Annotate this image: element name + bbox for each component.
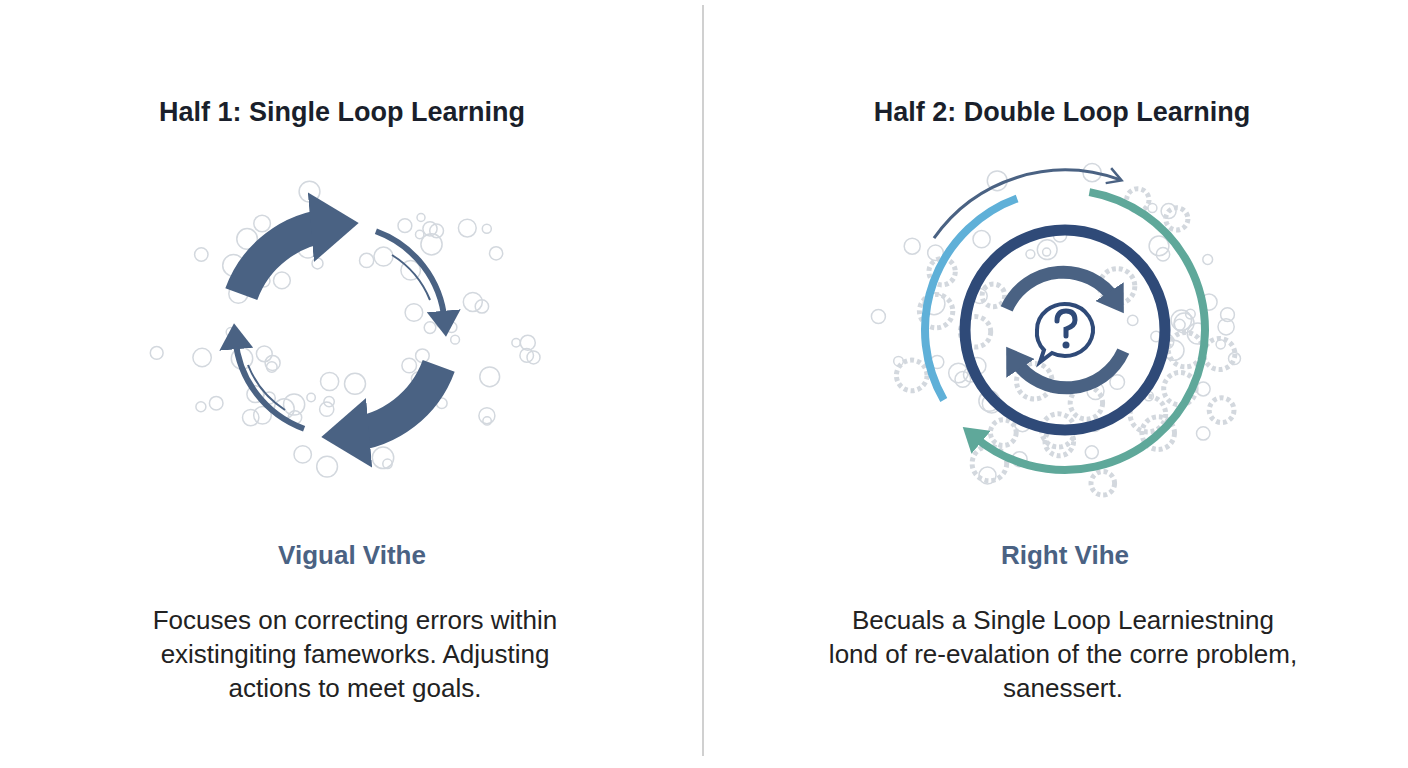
double-loop-icon <box>925 170 1205 470</box>
background-doodles <box>150 164 1240 496</box>
divider <box>702 5 704 756</box>
single-loop-icon <box>235 225 444 434</box>
half-title: Half 2: Double Loop Learning <box>782 95 1342 129</box>
subheading: Vigual Vithe <box>152 538 552 572</box>
half-title: Half 1: Single Loop Learning <box>62 95 622 129</box>
body-text: Focuses on correcting errors within exis… <box>120 603 590 705</box>
subheading: Right Vihe <box>865 538 1265 572</box>
body-text: Becuals a Single Loop Learniestning lond… <box>828 603 1298 705</box>
